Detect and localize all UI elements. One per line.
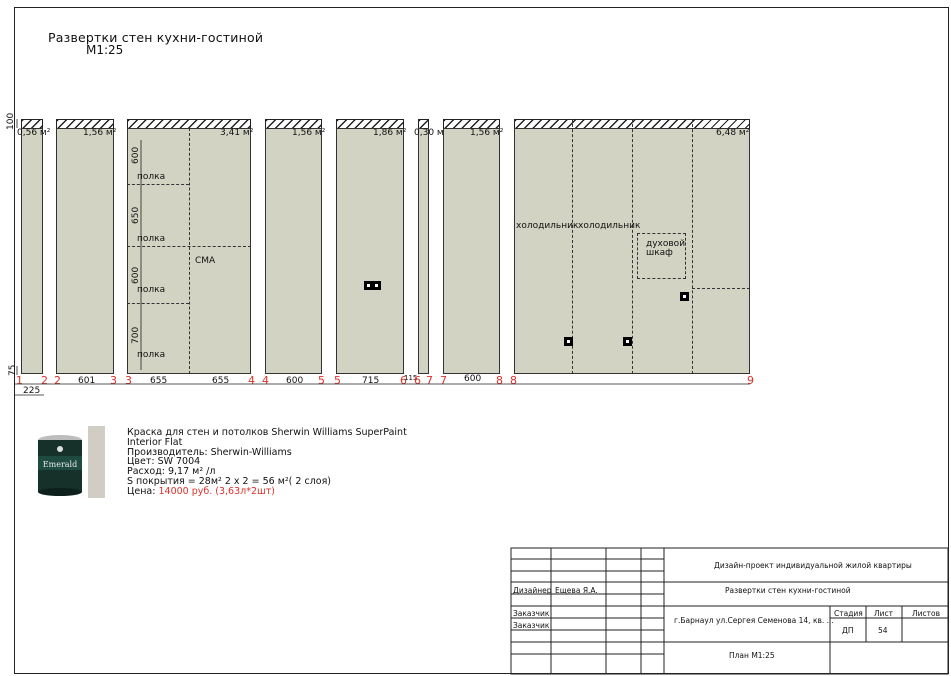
tb-designer-name: Ещева Я.А. (555, 586, 598, 595)
tb-sheet-value: 54 (878, 626, 888, 635)
oven-label-2: шкаф (646, 248, 673, 258)
paint-line-2: Interior Flat (127, 436, 183, 448)
wall-7-hatch (443, 119, 500, 128)
wall-1-hatch (21, 119, 43, 128)
point-2a: 2 (41, 374, 48, 387)
tb-designer-role: Дизайнер (513, 586, 552, 595)
paint-can-brand: Emerald (43, 460, 77, 469)
wall-7-width: 600 (464, 374, 482, 384)
wall-3-width-a: 655 (150, 376, 168, 386)
tb-project: Дизайн-проект индивидуальной жилой кварт… (714, 561, 912, 570)
wall-6-hatch (418, 119, 429, 128)
shelf-line-2 (127, 246, 251, 247)
point-1: 1 (16, 374, 23, 387)
wall-7-area: 1,56 м² (470, 128, 504, 138)
fridge-divider-1 (572, 119, 573, 374)
point-6a: 6 (400, 374, 407, 387)
shelf-line-3 (127, 303, 189, 304)
counter-line (692, 288, 750, 289)
wall-4-hatch (265, 119, 322, 128)
shelf-label-3: полка (137, 285, 166, 295)
wall-8-area: 6,48 м² (716, 128, 750, 138)
point-8b: 8 (510, 374, 517, 387)
fridge-label-2: холодильник (578, 221, 641, 231)
paint-can-icon: Emerald (38, 435, 82, 496)
socket-icon (680, 292, 689, 301)
color-swatch (88, 426, 105, 498)
point-7b: 7 (440, 374, 447, 387)
tb-customer-2: Заказчик (513, 621, 550, 630)
fridge-label-1: холодильник (516, 221, 579, 231)
wall-4-area: 1,56 м² (292, 128, 326, 138)
shelf-label-4: полка (137, 350, 166, 360)
point-7a: 7 (426, 374, 433, 387)
wall-1-area: 0,56 м² (17, 128, 51, 138)
wall-1 (21, 128, 43, 374)
tb-sheet-header: Лист (874, 609, 894, 618)
point-2b: 2 (54, 374, 61, 387)
point-4b: 4 (262, 374, 269, 387)
paint-line-1: Краска для стен и потолков Sherwin Willi… (127, 427, 407, 438)
wall-6-area: 0,30 м² (414, 128, 448, 138)
tb-plan: План М1:25 (729, 651, 775, 660)
wall-5-width: 715 (362, 376, 380, 386)
tb-address: г.Барнаул ул.Сергея Семенова 14, кв. ... (674, 616, 834, 625)
wall-5-area: 1,86 м² (373, 128, 407, 138)
cabinet-divider (692, 119, 693, 374)
wall-2-width: 601 (78, 376, 96, 386)
paint-line-6: S покрытия = 28м² 2 х 2 = 56 м²( 2 слоя) (127, 475, 331, 487)
page-scale: М1:25 (86, 43, 124, 57)
wall-6-width: 115 (404, 374, 418, 382)
oven-label-1: духовой (646, 239, 686, 249)
wall-2-hatch (56, 119, 114, 128)
shelf-label-1: полка (137, 172, 166, 182)
wall-5-hatch (336, 119, 404, 128)
point-3a: 3 (110, 374, 117, 387)
tb-customer-1: Заказчик (513, 609, 550, 618)
wall-6 (418, 128, 429, 374)
point-5b: 5 (334, 374, 341, 387)
socket-icon (372, 281, 381, 290)
tb-stage-header: Стадия (834, 609, 863, 618)
paint-line-4: Цвет: SW 7004 (127, 456, 201, 468)
point-6b: 6 (414, 374, 421, 387)
paint-price-value: 14000 руб. (3,63л*2шт) (158, 485, 275, 497)
wall-2-area: 1,56 м² (83, 128, 117, 138)
drawing-frame (14, 7, 949, 674)
wall-4-width: 600 (286, 376, 304, 386)
wall-3-area: 3,41 м² (220, 128, 254, 138)
point-5a: 5 (318, 374, 325, 387)
paint-price: Цена: 14000 руб. (3,63л*2шт) (127, 485, 407, 497)
tb-sheets-header: Листов (912, 609, 941, 618)
wall-3-width-b: 655 (212, 376, 230, 386)
page-title: Развертки стен кухни-гостиной (48, 30, 264, 45)
wall-7 (443, 128, 500, 374)
point-9: 9 (747, 374, 754, 387)
paint-line-3: Производитель: Sherwin-Williams (127, 446, 292, 458)
wall-3-hatch (127, 119, 251, 128)
paint-line-5: Расход: 9,17 м² /л (127, 466, 216, 478)
socket-icon (564, 337, 573, 346)
socket-icon (623, 337, 632, 346)
shelf-line-1 (127, 184, 189, 185)
wall-4 (265, 128, 322, 374)
point-3b: 3 (125, 374, 132, 387)
shelf-label-2: полка (137, 234, 166, 244)
point-4a: 4 (248, 374, 255, 387)
tb-stage-value: ДП (842, 626, 854, 635)
fridge-divider-2 (632, 119, 633, 374)
paint-spec: Краска для стен и потолков Sherwin Willi… (127, 428, 407, 497)
wall-3-divider (189, 128, 190, 374)
wall-2 (56, 128, 114, 374)
oven-box (637, 233, 686, 279)
tb-sheet-title: Развертки стен кухни-гостиной (725, 586, 851, 595)
washer-label: СМА (195, 256, 216, 266)
point-8a: 8 (496, 374, 503, 387)
wall-1-width: 225 (23, 386, 41, 396)
wall-5 (336, 128, 404, 374)
paint-price-label: Цена: (127, 485, 159, 497)
